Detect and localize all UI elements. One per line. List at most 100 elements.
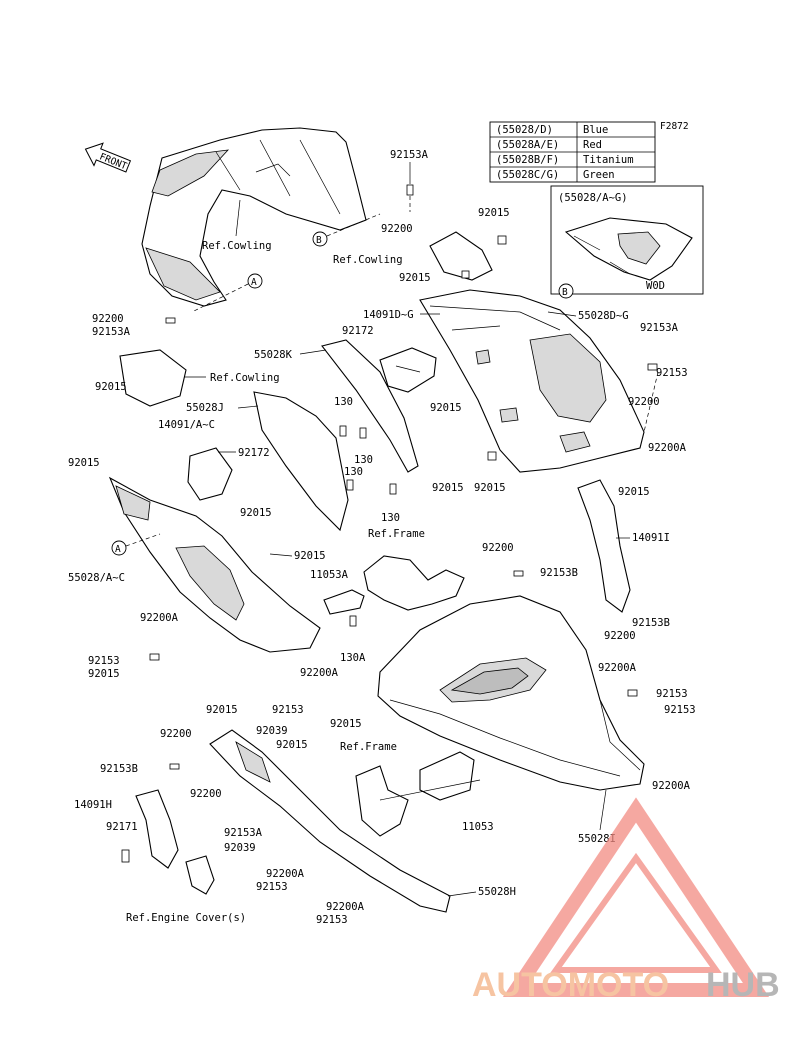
ref-frame-upper: Ref.Frame — [368, 528, 425, 540]
pn-92200-l1: 92200 — [92, 313, 124, 325]
pn-92200a-r: 92200A — [648, 442, 687, 454]
callout-a-left — [111, 540, 127, 556]
callout-a-top — [247, 273, 263, 289]
pn-92015-l3: 92015 — [68, 457, 100, 469]
nut-92015-b — [461, 270, 470, 279]
pn-92153a-l1: 92153A — [92, 326, 131, 338]
pn-92153a-b: 92153A — [224, 827, 263, 839]
pn-92015-j: 92015 — [330, 718, 362, 730]
nut-92015-a — [497, 235, 507, 245]
pn-92153b-a: 92153B — [540, 567, 578, 579]
pn-92153-r2: 92153 — [656, 688, 688, 700]
pn-92200-l4: 92200 — [160, 728, 192, 740]
callout-b-top-label: B — [316, 235, 322, 246]
inset-box: (55028/A~G) W0D — [550, 185, 704, 295]
legend-color-2: Red — [583, 139, 602, 151]
pn-92153a-top: 92153A — [390, 149, 429, 161]
pn-92015-h: 92015 — [88, 668, 120, 680]
pn-92039-b: 92039 — [224, 842, 256, 854]
bracket-14091i — [577, 479, 631, 613]
pn-92153-b: 92153 — [256, 881, 288, 893]
pn-92015-m: 92015 — [430, 402, 462, 414]
pn-92171: 92171 — [106, 821, 138, 833]
figure-code: F2872 — [660, 121, 689, 132]
pn-92200-r: 92200 — [628, 396, 660, 408]
front-arrow: FRONT — [84, 142, 132, 173]
pn-55028h: 55028H — [478, 886, 516, 898]
cowling-bracket-left — [119, 349, 187, 407]
pn-92015-g: 92015 — [294, 550, 326, 562]
pn-92153-c: 92153 — [316, 914, 348, 926]
callout-a-left-label: A — [115, 544, 121, 555]
automotohub-watermark: AUTOMOTO HUB — [472, 797, 780, 1004]
pn-92153b-c: 92153B — [100, 763, 138, 775]
pn-14091a-c: 14091/A~C — [158, 419, 215, 431]
pn-11053: 11053 — [462, 821, 494, 833]
ref-cowling-mid: Ref.Cowling — [333, 254, 403, 266]
ref-frame-lower: Ref.Frame — [340, 741, 397, 753]
pn-14091h: 14091H — [74, 799, 112, 811]
mount-bracket-11053 — [419, 751, 475, 801]
pn-92015-d: 92015 — [474, 482, 506, 494]
ref-frame-upper-part — [363, 555, 465, 611]
pn-92200a-m: 92200A — [300, 667, 339, 679]
pn-92015-a: 92015 — [478, 207, 510, 219]
pn-130-c: 130 — [344, 466, 363, 478]
pn-92015-f: 92015 — [240, 507, 272, 519]
bolt-92153a-l1 — [165, 317, 176, 324]
legend-code-3: (55028B/F) — [496, 154, 559, 166]
pn-92153a-r: 92153A — [640, 322, 679, 334]
nut-92015-d — [487, 451, 497, 461]
pn-92172-b: 92172 — [238, 447, 270, 459]
cowling-bracket-upper — [429, 231, 493, 281]
engine-cover-tab — [185, 855, 215, 895]
color-legend-table: (55028/D) Blue (55028A/E) Red (55028B/F)… — [489, 121, 656, 183]
bolt-92153b-a — [513, 570, 524, 577]
screw-130-c — [346, 479, 354, 491]
pn-92200-m: 92200 — [482, 542, 514, 554]
pn-92200-top: 92200 — [381, 223, 413, 235]
upper-cowling-ref — [141, 127, 367, 307]
inner-bracket-14091dg — [379, 347, 437, 393]
pn-55028k: 55028K — [254, 349, 293, 361]
legend-code-1: (55028/D) — [496, 124, 553, 136]
pn-92200a-l: 92200A — [140, 612, 179, 624]
callout-b-right — [558, 283, 574, 299]
bolt-92153-r — [647, 363, 658, 371]
ref-cowling-top: Ref.Cowling — [202, 240, 272, 252]
bracket-14091h — [135, 789, 179, 869]
watermark-text-a: AUTOMOTO — [472, 966, 669, 1004]
bracket-11053a — [323, 589, 365, 615]
ref-engine-cover: Ref.Engine Cover(s) — [126, 912, 246, 924]
bolt-92171 — [121, 849, 130, 863]
bracket-92172-left — [187, 447, 233, 501]
pn-14091d-g: 14091D~G — [363, 309, 414, 321]
bolt-92153-l — [149, 653, 160, 661]
pn-92172-a: 92172 — [342, 325, 374, 337]
pn-92200a-c: 92200A — [326, 901, 365, 913]
pn-92039-a: 92039 — [256, 725, 288, 737]
legend-color-1: Blue — [583, 124, 608, 136]
pn-92200-mr: 92200 — [604, 630, 636, 642]
pn-92200a-r2: 92200A — [598, 662, 637, 674]
screw-130-d — [389, 483, 397, 495]
inset-title: (55028/A~G) — [558, 192, 628, 204]
bolt-92153-r2 — [627, 689, 638, 697]
pn-92153-l: 92153 — [88, 655, 120, 667]
right-side-panel — [419, 289, 645, 473]
screw-130-a — [339, 425, 347, 437]
watermark-logo-triangle — [502, 797, 770, 997]
watermark-text-b: HUB — [706, 966, 780, 1004]
pn-92200a-r3: 92200A — [652, 780, 691, 792]
pn-130-a: 130 — [334, 396, 353, 408]
pn-11053a: 11053A — [310, 569, 349, 581]
legend-code-2: (55028A/E) — [496, 139, 559, 151]
pn-130-d: 130 — [381, 512, 400, 524]
side-strip-55028k — [321, 339, 419, 473]
screw-130a — [349, 615, 357, 627]
callout-b-right-label: B — [562, 287, 568, 298]
pn-14091i: 14091I — [632, 532, 670, 544]
inset-caption: W0D — [646, 280, 665, 292]
pn-92015-c: 92015 — [432, 482, 464, 494]
